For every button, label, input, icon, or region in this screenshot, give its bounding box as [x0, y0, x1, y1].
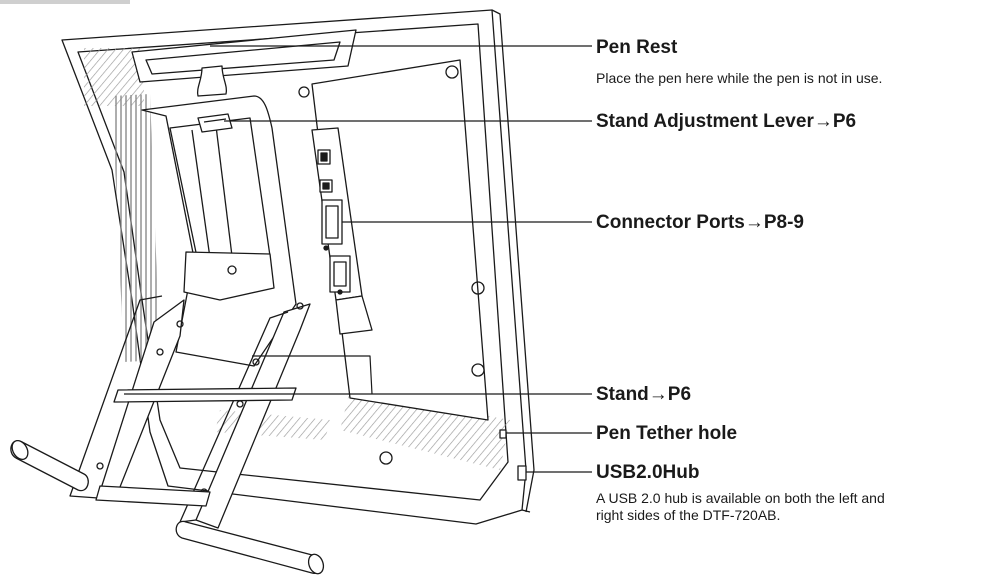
pen-rest	[131, 29, 357, 83]
usb-hub-title: USB2.0Hub	[596, 462, 700, 483]
connector-ports-title: Connector Ports→P8-9	[596, 212, 804, 233]
stand-adjustment-lever-title: Stand Adjustment Lever→P6	[596, 111, 857, 132]
usb-hub-description-line1: A USB 2.0 hub is available on both the l…	[596, 490, 885, 506]
stand-foot-right	[175, 520, 323, 574]
pen-rest-title: Pen Rest	[596, 37, 678, 58]
usb-hub-description-line2: right sides of the DTF-720AB.	[596, 507, 781, 523]
usb-hub-marker	[517, 465, 527, 481]
pen-tether-hole-marker	[499, 429, 507, 439]
leader-stand	[252, 355, 373, 395]
pen-tether-hole-title: Pen Tether hole	[596, 423, 738, 444]
stand-adjustment-lever	[197, 113, 233, 133]
pen-rest-description: Place the pen here while the pen is not …	[596, 70, 883, 86]
header-tab-bar	[0, 0, 130, 4]
stand-leg-right	[195, 303, 311, 529]
stand-title: Stand→P6	[596, 384, 692, 405]
